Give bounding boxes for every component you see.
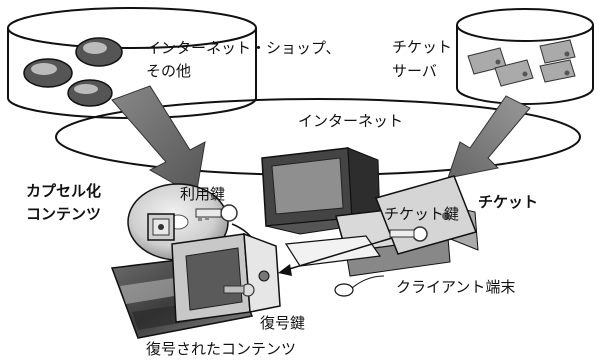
shop-server-cylinder [7, 7, 257, 119]
usage-key-label: 利用鍵 [180, 185, 225, 203]
internet-label: インターネット [298, 112, 403, 130]
ticket-label: チケット [478, 193, 538, 211]
safe-icon-small [147, 213, 175, 241]
decryption-key-label: 復号鍵 [260, 314, 305, 332]
capsule-content-label-line2: コンテンツ [26, 205, 101, 223]
internet-shop-label-line1: インターネット・ショップ、 [146, 39, 341, 57]
open-safe-icon [171, 232, 281, 323]
ticket-card-icon [494, 59, 534, 87]
client-monitor [261, 147, 381, 235]
mouse-icon [334, 275, 385, 297]
usage-key-icon [195, 204, 238, 222]
ticket-server-label-line1: チケット [392, 38, 452, 56]
decryption-key-icon [223, 283, 255, 297]
shop-item-icon [23, 58, 73, 88]
client-keyboard [284, 235, 382, 267]
download-arrow-right [447, 95, 531, 179]
ticket-key-icon [389, 226, 428, 242]
shop-item-icon [67, 79, 113, 107]
capsule-content-label-line1: カプセル化 [26, 182, 101, 200]
decrypted-content-label: 復号されたコンテンツ [146, 340, 296, 358]
ticket-server-label-line2: サーバ [392, 62, 437, 80]
flow-arrow-ticket-key [285, 237, 393, 271]
ticket-card-icon [539, 39, 576, 64]
internet-shop-label-line2: その他 [146, 62, 191, 80]
shop-item-icon [75, 37, 123, 67]
ticket-key-label: チケット鍵 [384, 205, 459, 223]
ticket-server-cylinder [456, 8, 594, 105]
download-arrow-left [111, 85, 206, 197]
client-terminal-label: クライアント端末 [396, 278, 515, 296]
ticket-card-icon [539, 59, 576, 83]
